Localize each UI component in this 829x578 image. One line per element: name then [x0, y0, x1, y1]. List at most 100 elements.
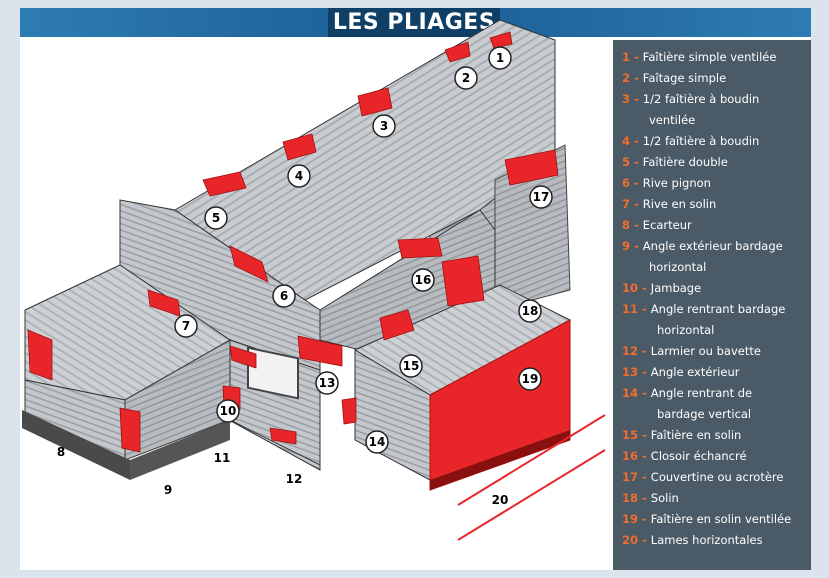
- legend-number: 2: [622, 71, 631, 85]
- legend-number: 1: [622, 50, 631, 64]
- legend-number: 20: [622, 533, 639, 547]
- callout-19: 19: [518, 367, 542, 391]
- legend-label: Rive en solin: [642, 197, 717, 211]
- svg-text:1: 1: [496, 51, 504, 65]
- legend-dash: -: [638, 386, 647, 400]
- legend-dash: -: [638, 428, 647, 442]
- legend-panel: [613, 40, 811, 570]
- legend-item-12: 12 -Larmier ou bavette: [622, 341, 761, 362]
- legend-item-10: 10 -Jambage: [622, 278, 701, 299]
- svg-text:5: 5: [212, 211, 220, 225]
- ground-line-1: [457, 414, 606, 506]
- callout-1: 1: [488, 46, 512, 70]
- legend-item-19: 19 -Faîtière en solin ventilée: [622, 509, 791, 530]
- legend-item-3: 3 -1/2 faîtière à boudin: [622, 89, 759, 110]
- callout-20: 20: [492, 493, 509, 507]
- callout-13: 13: [315, 371, 339, 395]
- legend-label: 1/2 faîtière à boudin: [642, 134, 760, 148]
- legend-number: 17: [622, 470, 639, 484]
- legend-number: 15: [622, 428, 639, 442]
- svg-text:15: 15: [403, 359, 420, 373]
- legend-item-14-cont: bardage vertical: [657, 404, 751, 425]
- legend-item-5: 5 -Faîtière double: [622, 152, 728, 173]
- legend-number: 3: [622, 92, 631, 106]
- callout-3: 3: [372, 114, 396, 138]
- legend-number: 4: [622, 134, 631, 148]
- legend-number: 19: [622, 512, 639, 526]
- svg-text:2: 2: [462, 71, 470, 85]
- legend-item-9-cont: horizontal: [649, 257, 706, 278]
- legend-item-11-cont: horizontal: [657, 320, 714, 341]
- page-title: LES PLIAGES: [328, 8, 500, 37]
- legend-dash: -: [638, 491, 647, 505]
- legend-dash: -: [630, 134, 639, 148]
- legend-item-20: 20 -Lames horizontales: [622, 530, 763, 551]
- svg-text:14: 14: [369, 435, 386, 449]
- legend-dash: -: [638, 344, 647, 358]
- svg-text:6: 6: [280, 289, 288, 303]
- callout-9: 9: [164, 483, 172, 497]
- legend-number: 7: [622, 197, 631, 211]
- legend-number: 6: [622, 176, 631, 190]
- callout-14: 14: [365, 430, 389, 454]
- legend-dash: -: [630, 50, 639, 64]
- callout-16: 16: [411, 268, 435, 292]
- legend-item-7: 7 -Rive en solin: [622, 194, 716, 215]
- legend-number: 10: [622, 281, 639, 295]
- legend-label: Faîtière double: [642, 155, 728, 169]
- legend-number: 9: [622, 239, 631, 253]
- legend-label: horizontal: [657, 323, 715, 337]
- legend-item-18: 18 -Solin: [622, 488, 679, 509]
- callout-11: 11: [214, 451, 231, 465]
- legend-label: Solin: [650, 491, 679, 505]
- callout-10: 10: [216, 399, 240, 423]
- legend-item-8: 8 -Ecarteur: [622, 215, 692, 236]
- svg-text:17: 17: [533, 190, 550, 204]
- legend-item-17: 17 -Couvertine ou acrotère: [622, 467, 783, 488]
- svg-text:10: 10: [220, 404, 237, 418]
- legend-dash: -: [630, 197, 639, 211]
- svg-text:19: 19: [522, 372, 539, 386]
- svg-text:13: 13: [319, 376, 336, 390]
- legend-dash: -: [630, 71, 639, 85]
- legend-label: Faîtière en solin ventilée: [650, 512, 792, 526]
- callout-12: 12: [286, 472, 303, 486]
- legend-dash: -: [630, 92, 639, 106]
- flashings: [27, 31, 559, 453]
- window: [247, 346, 299, 400]
- legend-label: Larmier ou bavette: [650, 344, 761, 358]
- legend-number: 13: [622, 365, 639, 379]
- legend-label: Angle extérieur: [650, 365, 740, 379]
- callout-5: 5: [204, 206, 228, 230]
- legend-item-15: 15 -Faîtière en solin: [622, 425, 741, 446]
- legend-number: 16: [622, 449, 639, 463]
- legend-item-4: 4 -1/2 faîtière à boudin: [622, 131, 759, 152]
- base-strip-2: [130, 420, 230, 480]
- ground-line-2: [457, 449, 606, 541]
- svg-text:4: 4: [295, 169, 303, 183]
- legend-dash: -: [630, 239, 639, 253]
- svg-text:18: 18: [522, 304, 539, 318]
- legend-label: Jambage: [650, 281, 702, 295]
- legend-label: Rive pignon: [642, 176, 711, 190]
- legend-item-11: 11 -Angle rentrant bardage: [622, 299, 785, 320]
- legend-label: Couvertine ou acrotère: [650, 470, 784, 484]
- legend-number: 5: [622, 155, 631, 169]
- legend-dash: -: [638, 470, 647, 484]
- legend-dash: -: [638, 281, 647, 295]
- legend-dash: -: [638, 512, 647, 526]
- svg-text:7: 7: [182, 319, 190, 333]
- legend-label: Angle extérieur bardage: [642, 239, 783, 253]
- legend-label: ventilée: [649, 113, 696, 127]
- callout-8: 8: [57, 445, 65, 459]
- legend-dash: -: [638, 302, 647, 316]
- callouts: 1 2 3 4 5 6 7 10 13 14 15 16 17 18 19 8 …: [57, 46, 553, 507]
- base-strip: [22, 410, 130, 480]
- legend-item-6: 6 -Rive pignon: [622, 173, 711, 194]
- callout-6: 6: [272, 284, 296, 308]
- svg-text:3: 3: [380, 119, 388, 133]
- legend-number: 8: [622, 218, 631, 232]
- legend-dash: -: [630, 155, 639, 169]
- legend-label: Faîtage simple: [642, 71, 727, 85]
